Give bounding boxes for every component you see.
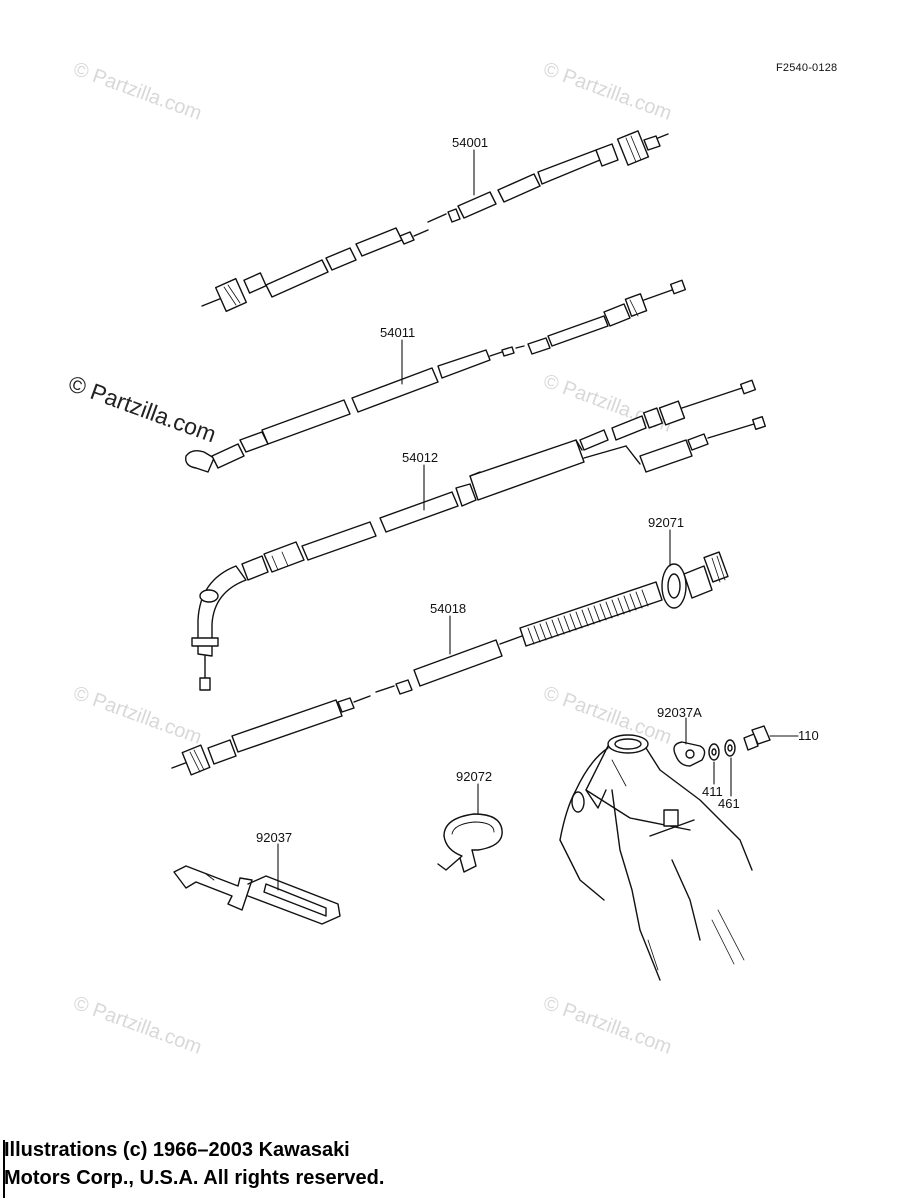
figure-code: F2540-0128 [776, 62, 838, 74]
part-label-92071: 92071 [648, 515, 684, 530]
washer-461 [724, 739, 736, 757]
part-label-110: 110 [798, 728, 819, 743]
washer-411 [708, 743, 720, 761]
cable-54012 [191, 379, 767, 691]
part-label-92037: 92037 [256, 830, 292, 845]
part-label-54012: 54012 [402, 450, 438, 465]
part-label-92072: 92072 [456, 769, 492, 784]
copyright-line-2: Motors Corp., U.S.A. All rights reserved… [4, 1167, 385, 1189]
leader-lines [277, 149, 799, 891]
part-label-54001: 54001 [452, 135, 488, 150]
copyright-line-1: Illustrations (c) 1966–2003 Kawasaki [4, 1139, 350, 1161]
cable-54018 [171, 551, 729, 776]
part-label-411: 411 [702, 784, 723, 799]
clamp-92037A [673, 741, 706, 767]
bracket-92037 [173, 865, 341, 925]
part-label-92037A: 92037A [657, 705, 702, 720]
copyright-notice: Illustrations (c) 1966–2003 Kawasaki Mot… [4, 1136, 384, 1192]
clamp-92072 [437, 813, 503, 873]
part-label-54011: 54011 [380, 325, 415, 340]
bolt-110 [743, 725, 771, 751]
frame-head [559, 734, 753, 981]
spiral-guard [527, 589, 649, 645]
part-label-54018: 54018 [430, 601, 466, 616]
cable-54011 [185, 279, 687, 473]
cable-54001 [201, 130, 669, 313]
copyright-rule [3, 1140, 5, 1198]
part-label-461: 461 [718, 796, 740, 811]
